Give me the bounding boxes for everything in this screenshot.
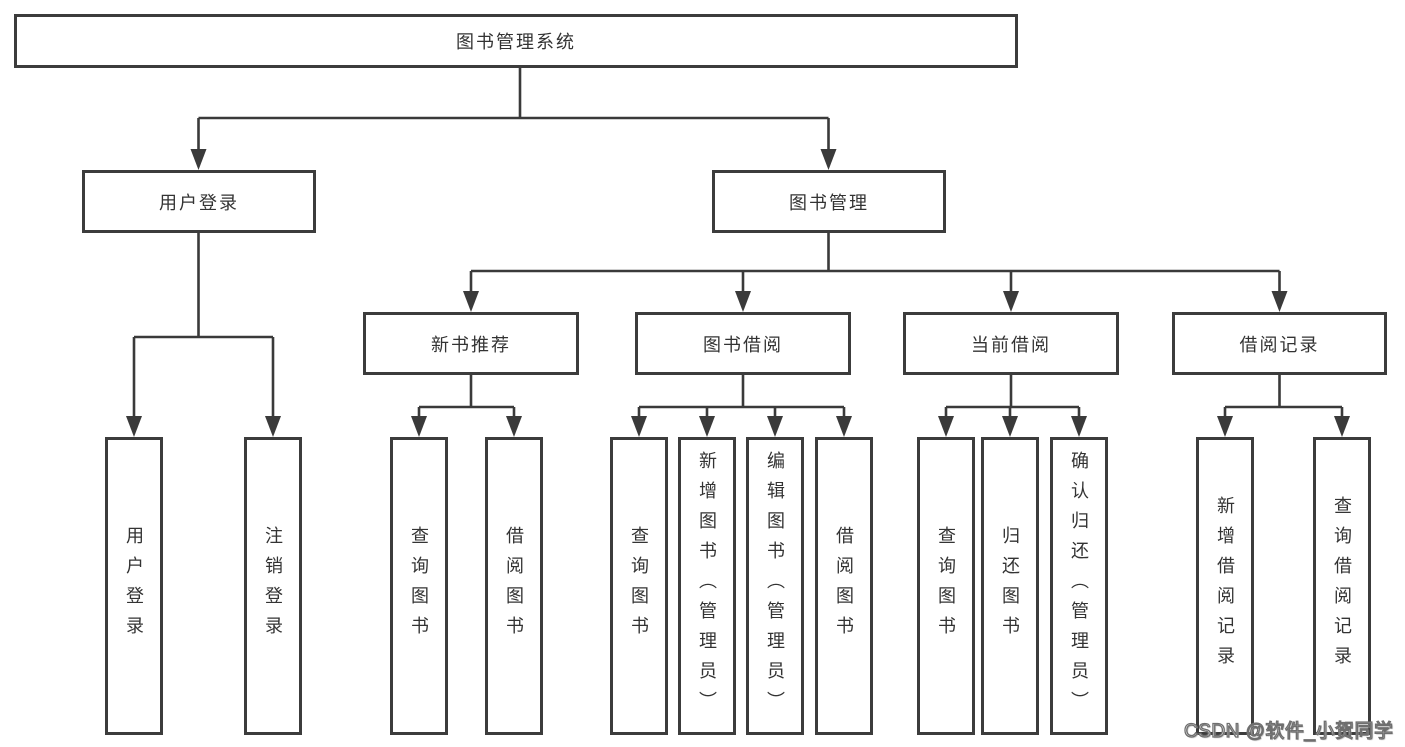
leaf-borrow-books-recommend: 借阅图书 [485,437,543,735]
csdn-watermark: CSDN @软件_小贺同学 [1183,720,1394,742]
node-book-management: 图书管理 [712,170,946,233]
leaf-logout: 注销登录 [244,437,302,735]
leaf-query-borrow-record: 查询借阅记录 [1313,437,1371,735]
leaf-confirm-return-admin: 确认归还（管理员） [1050,437,1108,735]
leaf-return-books: 归还图书 [981,437,1039,735]
leaf-borrow-books: 借阅图书 [815,437,873,735]
node-book-borrowing: 图书借阅 [635,312,851,375]
leaf-edit-books-admin: 编辑图书（管理员） [746,437,804,735]
leaf-add-books-admin: 新增图书（管理员） [678,437,736,735]
leaf-user-login: 用户登录 [105,437,163,735]
node-current-borrowing: 当前借阅 [903,312,1119,375]
node-new-book-recommendation: 新书推荐 [363,312,579,375]
leaf-query-books-borrow: 查询图书 [610,437,668,735]
node-user-login: 用户登录 [82,170,316,233]
node-library-management-system: 图书管理系统 [14,14,1018,68]
leaf-query-books-current: 查询图书 [917,437,975,735]
leaf-query-books-recommend: 查询图书 [390,437,448,735]
leaf-add-borrow-record: 新增借阅记录 [1196,437,1254,735]
node-borrowing-records: 借阅记录 [1172,312,1387,375]
